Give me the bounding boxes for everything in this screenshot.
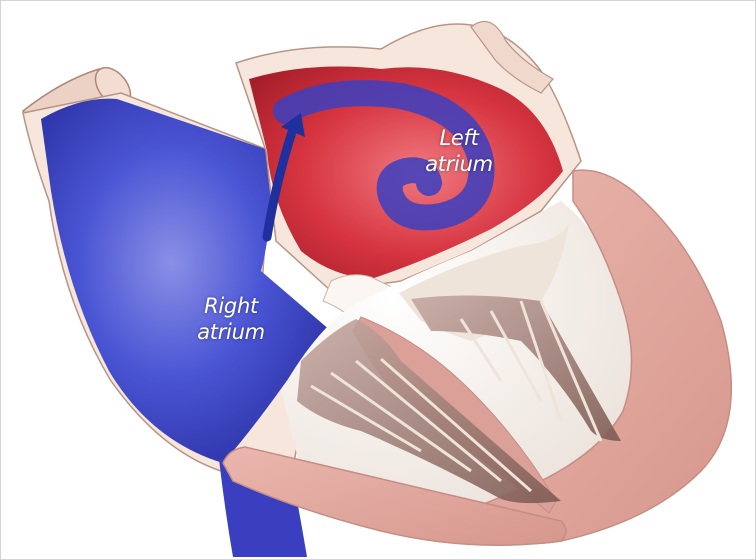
left-atrium-label: Left atrium: [407, 125, 511, 177]
right-atrium-label-line1: Right: [171, 293, 291, 319]
left-atrium-label-line1: Left: [407, 125, 511, 151]
left-atrium-label-line2: atrium: [407, 151, 511, 177]
right-atrium-label: Right atrium: [171, 293, 291, 345]
right-atrium-label-line2: atrium: [171, 319, 291, 345]
